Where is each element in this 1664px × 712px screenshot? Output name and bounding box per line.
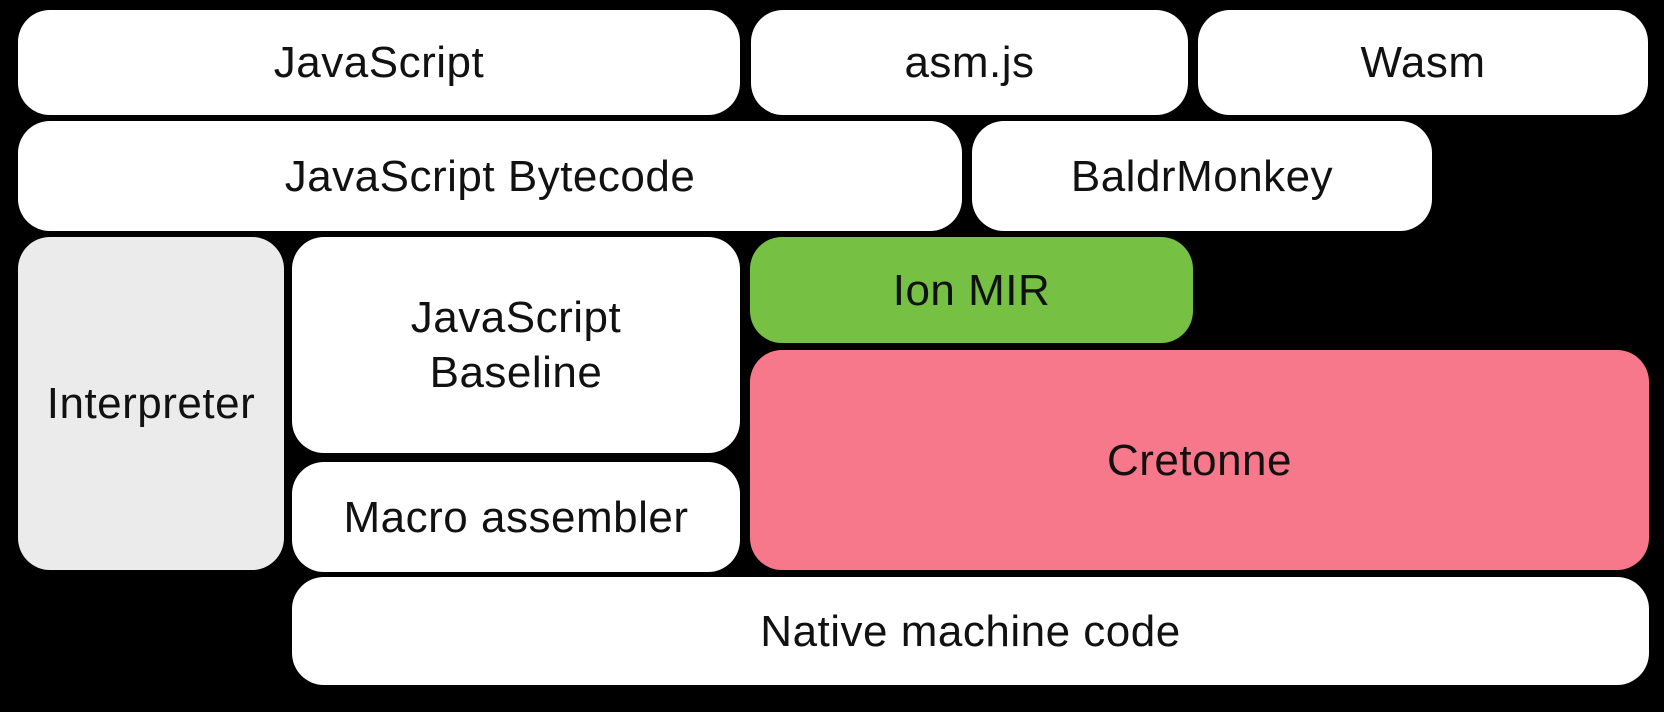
box-macro-assembler-label: Macro assembler (343, 492, 689, 542)
box-javascript-baseline-label: JavaScript Baseline (410, 293, 622, 397)
box-cretonne: Cretonne (750, 350, 1649, 570)
box-native-machine-code-label: Native machine code (760, 606, 1181, 656)
box-cretonne-label: Cretonne (1106, 435, 1292, 485)
box-ion-mir-label: Ion MIR (892, 265, 1051, 315)
box-interpreter-label: Interpreter (46, 379, 256, 428)
box-wasm-label: Wasm (1360, 38, 1486, 87)
box-baldrmonkey: BaldrMonkey (972, 121, 1432, 231)
box-ion-mir: Ion MIR (750, 237, 1193, 343)
box-asmjs-label: asm.js (904, 38, 1035, 87)
box-wasm: Wasm (1198, 10, 1648, 115)
box-asmjs: asm.js (751, 10, 1188, 115)
box-macro-assembler: Macro assembler (292, 462, 740, 572)
box-baldrmonkey-label: BaldrMonkey (1070, 151, 1334, 201)
box-javascript: JavaScript (18, 10, 740, 115)
box-javascript-baseline: JavaScript Baseline (292, 237, 740, 453)
box-interpreter: Interpreter (18, 237, 284, 570)
box-native-machine-code: Native machine code (292, 577, 1649, 685)
box-javascript-bytecode: JavaScript Bytecode (18, 121, 962, 231)
box-javascript-bytecode-label: JavaScript Bytecode (284, 151, 696, 201)
box-javascript-label: JavaScript (273, 38, 485, 87)
